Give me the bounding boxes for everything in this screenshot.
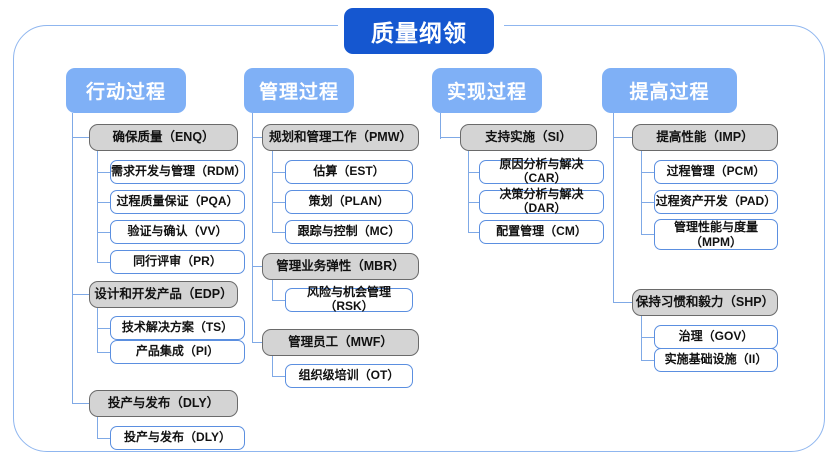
group-box-1-2[interactable]: 管理员工（MWF） — [262, 329, 419, 356]
item-box-2-0-2[interactable]: 配置管理（CM） — [479, 220, 604, 244]
group-stub-2-0 — [440, 137, 461, 139]
item-spine-1-2 — [272, 356, 274, 377]
item-spine-0-2 — [97, 417, 99, 439]
item-box-3-1-1[interactable]: 实施基础设施（II） — [654, 348, 778, 372]
item-spine-1-1 — [272, 280, 274, 301]
column-header-3[interactable]: 提高过程 — [602, 68, 737, 113]
item-stub-2-0-2 — [468, 232, 480, 234]
item-box-0-1-0[interactable]: 技术解决方案（TS） — [110, 316, 245, 340]
group-stub-3-1 — [613, 302, 633, 304]
item-stub-0-0-2 — [97, 232, 111, 234]
group-box-2-0[interactable]: 支持实施（SI） — [460, 124, 597, 151]
item-stub-1-1-0 — [272, 300, 286, 302]
item-stub-0-1-0 — [97, 328, 111, 330]
group-box-1-1[interactable]: 管理业务弹性（MBR） — [262, 253, 419, 280]
item-stub-3-1-1 — [641, 360, 655, 362]
column-spine-3 — [613, 113, 615, 303]
group-stub-0-2 — [72, 403, 90, 405]
item-box-1-0-2[interactable]: 跟踪与控制（MC） — [285, 220, 413, 244]
column-spine-0 — [72, 113, 74, 403]
column-header-1[interactable]: 管理过程 — [244, 68, 354, 113]
column-spine-2 — [440, 113, 442, 139]
item-box-0-0-2[interactable]: 验证与确认（VV） — [110, 220, 245, 244]
item-box-0-0-1[interactable]: 过程质量保证（PQA） — [110, 190, 245, 214]
item-stub-3-0-0 — [641, 172, 655, 174]
item-box-3-0-1[interactable]: 过程资产开发（PAD） — [654, 190, 778, 214]
group-box-1-0[interactable]: 规划和管理工作（PMW） — [262, 124, 419, 151]
item-spine-2-0 — [468, 151, 470, 224]
item-box-0-1-1[interactable]: 产品集成（PI） — [110, 340, 245, 364]
item-box-2-0-1[interactable]: 决策分析与解决（DAR） — [479, 187, 604, 215]
group-stub-0-1 — [72, 294, 90, 296]
item-stub-2-0-1 — [468, 202, 480, 204]
item-stub-0-0-0 — [97, 172, 111, 174]
group-stub-1-1 — [252, 266, 263, 268]
item-stub-1-2-0 — [272, 376, 286, 378]
item-spine-0-1 — [97, 308, 99, 352]
item-stub-1-0-2 — [272, 232, 286, 234]
column-header-0[interactable]: 行动过程 — [66, 68, 186, 113]
group-stub-0-0 — [72, 137, 90, 139]
item-box-2-0-0[interactable]: 原因分析与解决（CAR） — [479, 157, 604, 185]
group-stub-1-2 — [252, 342, 263, 344]
item-spine-2-0-ext — [468, 224, 470, 233]
group-box-0-2[interactable]: 投产与发布（DLY） — [89, 390, 238, 417]
item-stub-1-0-0 — [272, 172, 286, 174]
item-box-1-0-1[interactable]: 策划（PLAN） — [285, 190, 413, 214]
item-box-3-1-0[interactable]: 治理（GOV） — [654, 325, 778, 349]
item-stub-0-0-3 — [97, 262, 111, 264]
group-stub-3-0 — [613, 137, 633, 139]
diagram-title: 质量纲领 — [344, 8, 494, 54]
group-box-3-1[interactable]: 保持习惯和毅力（SHP） — [632, 289, 778, 316]
group-box-0-0[interactable]: 确保质量（ENQ） — [89, 124, 238, 151]
item-stub-0-0-1 — [97, 202, 111, 204]
item-box-0-2-0[interactable]: 投产与发布（DLY） — [110, 426, 245, 450]
item-stub-0-1-1 — [97, 352, 111, 354]
item-stub-3-1-0 — [641, 337, 655, 339]
item-box-3-0-0[interactable]: 过程管理（PCM） — [654, 160, 778, 184]
item-stub-0-2-0 — [97, 438, 111, 440]
item-spine-1-0-ext — [272, 224, 274, 233]
group-stub-1-0 — [252, 137, 263, 139]
column-header-2[interactable]: 实现过程 — [432, 68, 542, 113]
column-spine-1 — [252, 113, 254, 343]
item-stub-2-0-0 — [468, 172, 480, 174]
item-box-0-0-3[interactable]: 同行评审（PR） — [110, 250, 245, 274]
item-stub-1-0-1 — [272, 202, 286, 204]
item-box-1-1-0[interactable]: 风险与机会管理（RSK） — [285, 285, 413, 313]
item-spine-0-0-ext — [97, 254, 99, 263]
item-box-3-0-2[interactable]: 管理性能与度量 （MPM） — [654, 219, 778, 250]
group-box-3-0[interactable]: 提高性能（IMP） — [632, 124, 778, 151]
item-stub-3-0-1 — [641, 202, 655, 204]
item-spine-3-0 — [641, 151, 643, 235]
item-spine-1-0 — [272, 151, 274, 224]
item-box-1-2-0[interactable]: 组织级培训（OT） — [285, 364, 413, 388]
item-stub-3-0-2 — [641, 234, 655, 236]
group-box-0-1[interactable]: 设计和开发产品（EDP） — [89, 281, 238, 308]
item-box-1-0-0[interactable]: 估算（EST） — [285, 160, 413, 184]
item-box-0-0-0[interactable]: 需求开发与管理（RDM） — [110, 160, 246, 184]
